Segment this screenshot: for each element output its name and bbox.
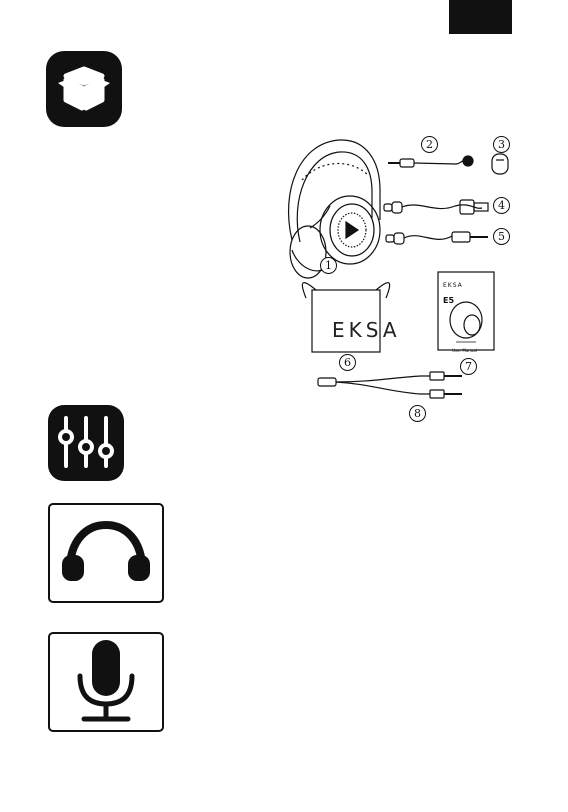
manual-footer: User Manual xyxy=(452,348,477,353)
detachable-mic-drawing xyxy=(388,156,473,167)
callout-6: 6 xyxy=(339,354,356,371)
callout-5: 5 xyxy=(493,228,510,245)
headphones-icon xyxy=(48,503,164,603)
callout-8: 8 xyxy=(409,405,426,422)
mic-foam-drawing xyxy=(492,154,508,174)
splitter-cable-drawing xyxy=(318,372,462,398)
page-tab xyxy=(449,0,512,34)
callout-3: 3 xyxy=(493,136,510,153)
manual-model: E5 xyxy=(443,296,454,305)
equalizer-sliders-icon xyxy=(47,404,125,482)
callout-7: 7 xyxy=(460,358,477,375)
callout-2: 2 xyxy=(421,136,438,153)
package-contents-illustration xyxy=(270,130,530,430)
usb-cable-drawing xyxy=(384,200,488,214)
aux-cable-drawing xyxy=(386,232,488,244)
callout-4: 4 xyxy=(493,197,510,214)
callout-1: 1 xyxy=(320,257,337,274)
headset-drawing xyxy=(289,140,380,278)
microphone-icon xyxy=(48,632,164,732)
manual-brand: EKSA xyxy=(443,282,463,289)
pouch-brand: EKSA xyxy=(332,318,401,342)
open-box-icon xyxy=(45,50,123,128)
